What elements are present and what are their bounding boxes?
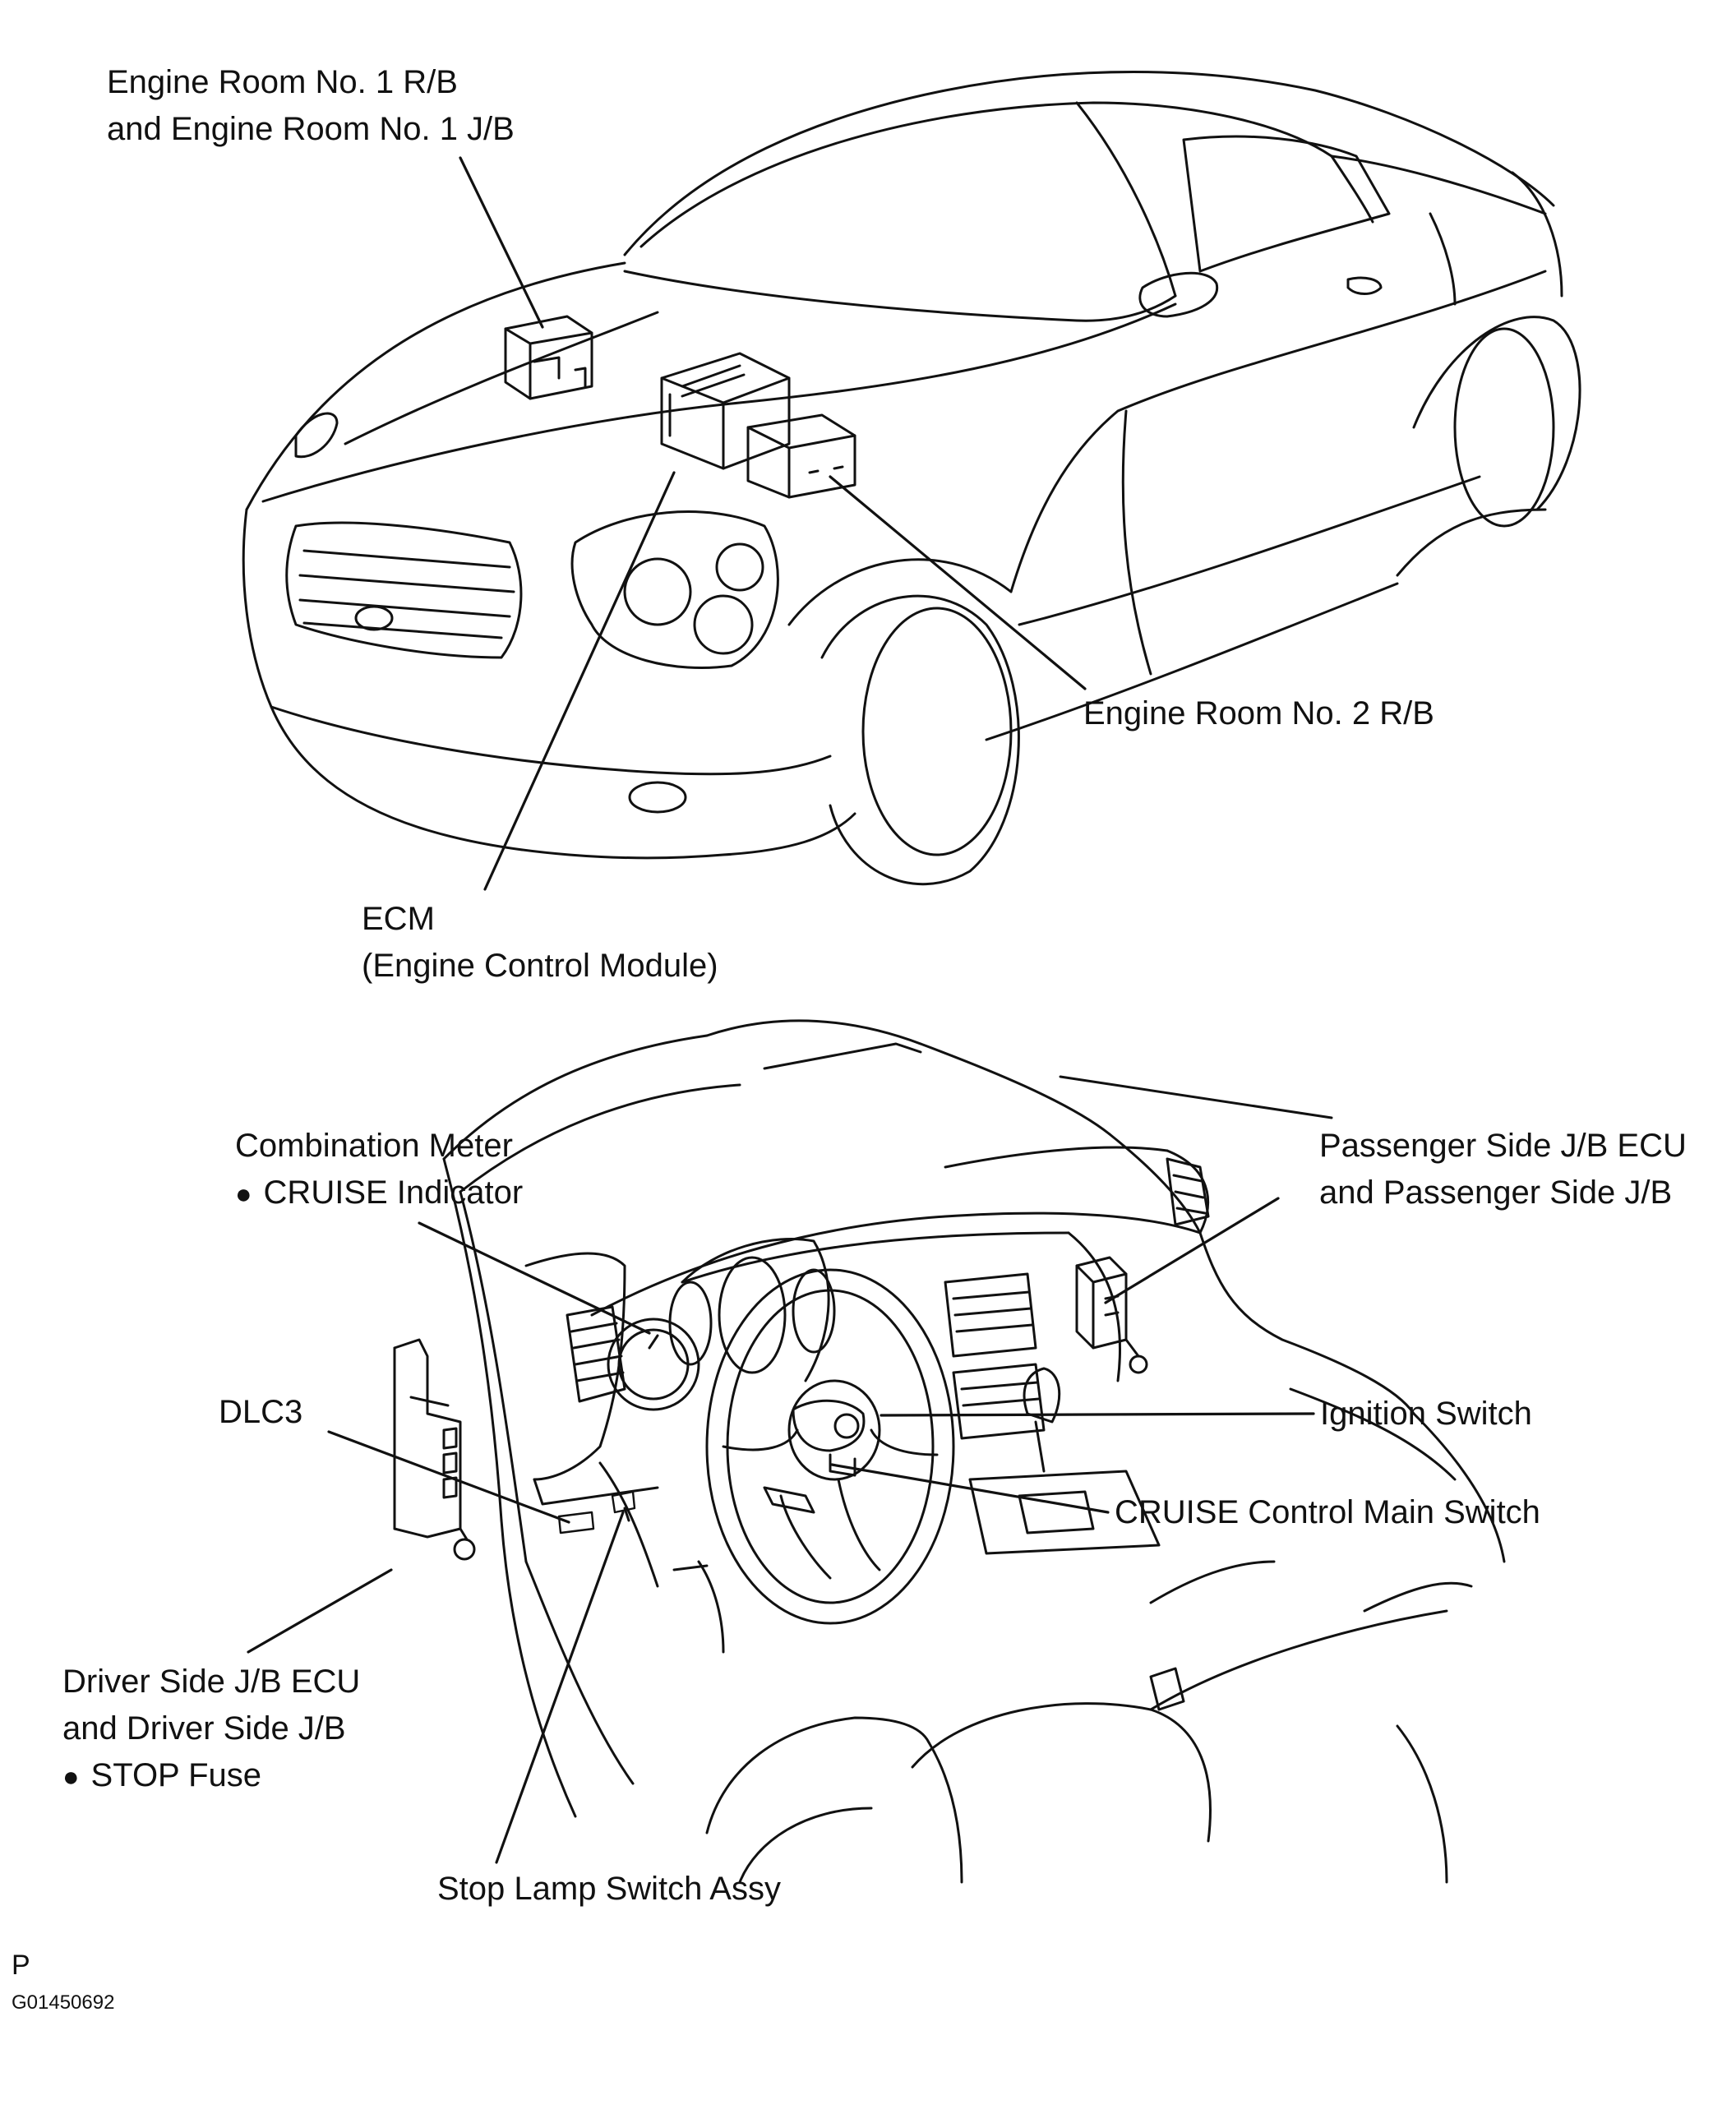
cruise-main-switch-label: CRUISE Control Main Switch: [1115, 1489, 1540, 1536]
interior-drawing: [393, 1019, 1506, 1884]
engine-room-no1-label: Engine Room No. 1 R/B and Engine Room No…: [107, 59, 515, 153]
engine-room-no1-line1: Engine Room No. 1 R/B: [107, 64, 458, 100]
cruise-indicator-item: CRUISE Indicator: [235, 1170, 524, 1218]
cruise-main-switch-text: CRUISE Control Main Switch: [1115, 1494, 1540, 1530]
ecm-line2: (Engine Control Module): [362, 948, 718, 984]
passenger-jb-label: Passenger Side J/B ECU and Passenger Sid…: [1319, 1123, 1687, 1216]
ignition-switch-label: Ignition Switch: [1320, 1391, 1532, 1438]
engine-room-no2-text: Engine Room No. 2 R/B: [1083, 695, 1434, 731]
passenger-jb-line1: Passenger Side J/B ECU: [1319, 1128, 1687, 1164]
lower-leader-lines: [247, 1197, 1315, 1864]
section-letter: P: [12, 1950, 30, 1981]
engine-room-no1-line2: and Engine Room No. 1 J/B: [107, 111, 515, 147]
driver-jb-line1: Driver Side J/B ECU: [62, 1664, 361, 1700]
ignition-switch-text: Ignition Switch: [1320, 1396, 1532, 1432]
ecm-label: ECM (Engine Control Module): [362, 896, 718, 990]
driver-jb-line2: and Driver Side J/B: [62, 1710, 346, 1747]
combination-meter-line1: Combination Meter: [235, 1128, 513, 1164]
car-exterior-drawing: [242, 71, 1581, 886]
stop-lamp-switch-label: Stop Lamp Switch Assy: [437, 1866, 781, 1913]
figure-code: G01450692: [12, 1991, 115, 2014]
engine-room-no2-label: Engine Room No. 2 R/B: [1083, 690, 1434, 737]
passenger-jb-line2: and Passenger Side J/B: [1319, 1174, 1673, 1211]
dlc3-text: DLC3: [219, 1394, 303, 1430]
dlc3-label: DLC3: [219, 1389, 302, 1436]
upper-leader-lines: [459, 156, 1087, 891]
stop-lamp-switch-text: Stop Lamp Switch Assy: [437, 1871, 781, 1907]
stop-fuse-item: STOP Fuse: [62, 1752, 360, 1801]
combination-meter-label: Combination Meter CRUISE Indicator: [235, 1123, 523, 1218]
driver-jb-label: Driver Side J/B ECU and Driver Side J/B …: [62, 1659, 360, 1801]
ecm-line1: ECM: [362, 901, 435, 937]
